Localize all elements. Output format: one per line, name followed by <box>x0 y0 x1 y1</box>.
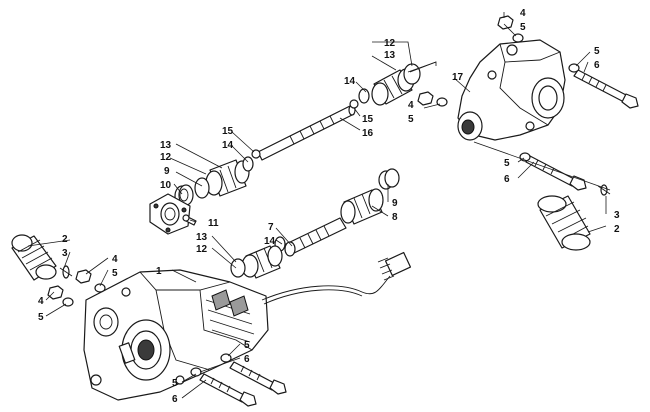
callout-13-mid: 13 <box>160 140 172 151</box>
callout-9-left: 9 <box>164 166 170 177</box>
callout-2-right: 2 <box>614 224 620 235</box>
callout-5-front-lower-2: 5 <box>172 378 178 389</box>
clamp-12-lower <box>230 258 246 278</box>
seal-9-right <box>378 168 400 190</box>
callout-3-left: 3 <box>62 248 68 259</box>
bolt-rear-lower <box>525 155 587 191</box>
callout-14-upper: 14 <box>344 76 356 87</box>
wiring-harness <box>261 251 412 305</box>
bolt-front-lower-2 <box>199 373 257 407</box>
callout-5-rear-top: 5 <box>520 22 526 33</box>
clamp-3-left <box>59 265 73 279</box>
cover-plate <box>149 193 191 235</box>
boot-front-left <box>11 234 57 281</box>
callout-12-lower: 12 <box>196 244 208 255</box>
bolt-front-lower-1 <box>229 361 287 395</box>
washer-front-lower-2 <box>190 367 202 377</box>
callout-3-right: 3 <box>614 210 620 221</box>
callout-9-right: 9 <box>392 198 398 209</box>
callout-5-left-upper: 5 <box>112 268 118 279</box>
boot-upper <box>371 68 415 106</box>
callout-7: 7 <box>268 222 274 233</box>
drive-shaft-short <box>284 217 347 257</box>
clamp-12-mid <box>194 177 210 199</box>
ring-14-mid <box>242 156 254 172</box>
callout-6-front-lower-2: 6 <box>172 394 178 405</box>
callout-4-left-lower: 4 <box>38 296 44 307</box>
boot-8 <box>340 188 384 225</box>
callout-5-front-lower-1: 5 <box>244 340 250 351</box>
leader-lines <box>27 12 611 399</box>
callout-15-upper: 15 <box>362 114 374 125</box>
bolt-rear-upper <box>573 69 639 109</box>
callout-5-rear-mid: 5 <box>408 114 414 125</box>
callout-labels: 1 2 3 4 5 4 5 5 6 5 6 13 12 7 14 9 8 13 … <box>38 8 620 405</box>
callout-5-rear-lower: 5 <box>504 158 510 169</box>
clamp-12-upper <box>403 63 421 85</box>
ring-14-upper <box>358 88 370 104</box>
screw-11 <box>182 214 197 226</box>
callout-4-rear-mid: 4 <box>408 100 414 111</box>
drive-shaft-long <box>257 104 356 161</box>
callout-16: 16 <box>362 128 374 139</box>
callout-5-rear-right: 5 <box>594 46 600 57</box>
callout-14-lower: 14 <box>264 236 276 247</box>
callout-11: 11 <box>208 218 219 229</box>
callout-4-left-upper: 4 <box>112 254 118 265</box>
callout-10: 10 <box>160 180 172 191</box>
callout-4-rear-top: 4 <box>520 8 526 19</box>
callout-2-left: 2 <box>62 234 68 245</box>
callout-6-rear-right: 6 <box>594 60 600 71</box>
boot-rear-right <box>537 195 591 251</box>
connector-plug <box>377 251 412 281</box>
callout-13-upper: 13 <box>384 50 396 61</box>
front-gear-case <box>83 269 269 401</box>
callout-6-rear-lower: 6 <box>504 174 510 185</box>
callout-1: 1 <box>156 266 162 277</box>
callout-13-lower: 13 <box>196 232 208 243</box>
callout-14-mid: 14 <box>222 140 234 151</box>
callout-8: 8 <box>392 212 398 223</box>
rear-gear-case <box>457 39 566 141</box>
callout-6-front-lower-1: 6 <box>244 354 250 365</box>
callout-12-upper: 12 <box>384 38 396 49</box>
callout-5-left-lower: 5 <box>38 312 44 323</box>
callout-15-mid: 15 <box>222 126 234 137</box>
washer-front-lower-1 <box>220 353 232 363</box>
clip-15-upper <box>349 99 359 109</box>
callout-17: 17 <box>452 72 464 83</box>
callout-12-mid: 12 <box>160 152 172 163</box>
boot-lower <box>241 245 283 279</box>
